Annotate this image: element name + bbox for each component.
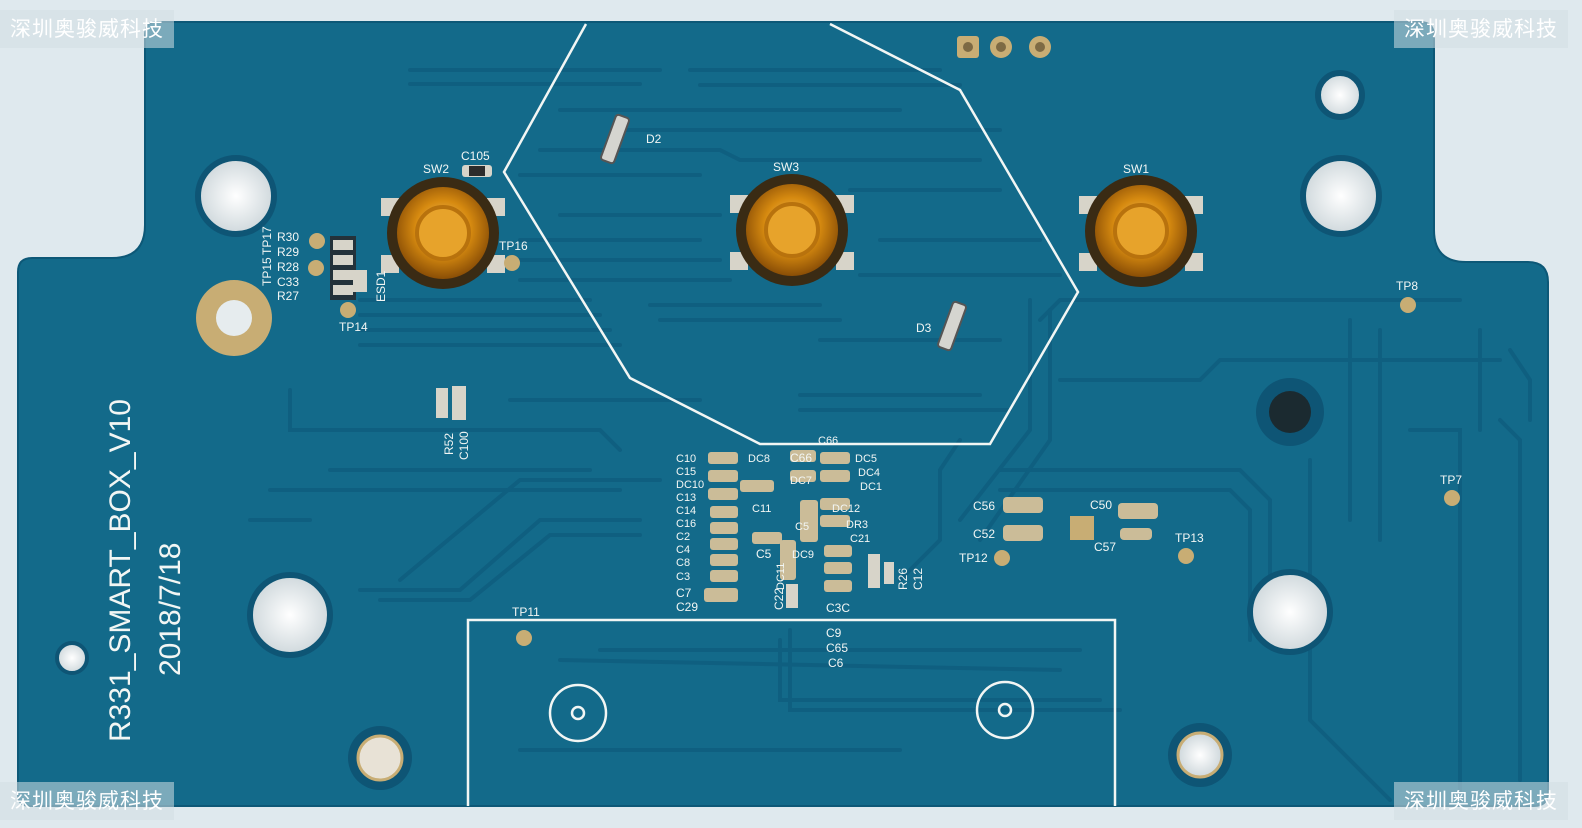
mounting-holes	[55, 70, 1382, 790]
label-dr3: DR3	[846, 519, 868, 531]
label-tp16: TP16	[499, 239, 528, 253]
label-r30: R30	[277, 230, 299, 244]
watermark-bottom-left: 深圳奥骏威科技	[0, 782, 174, 820]
label-c105: C105	[461, 149, 490, 163]
label-dc1: DC1	[860, 481, 882, 493]
label-c5: C5	[756, 547, 772, 561]
label-c65: C65	[826, 641, 848, 655]
label-c2: C2	[676, 531, 690, 543]
label-c8: C8	[676, 557, 690, 569]
label-r27: R27	[277, 289, 299, 303]
label-dc5: DC5	[855, 453, 877, 465]
label-c9: C9	[826, 626, 842, 640]
label-c66: C66	[790, 451, 812, 465]
label-tp7: TP7	[1440, 473, 1462, 487]
label-c12: C12	[911, 568, 925, 590]
label-tp14: TP14	[339, 320, 368, 334]
center-labels-right: DC8 C66 DC5 DC4 DC1 DC7 C11 DC12 DR3 C21…	[748, 435, 882, 590]
label-d3: D3	[916, 321, 932, 335]
copper-traces	[248, 68, 1532, 802]
connector-pads	[957, 36, 1051, 58]
label-c7: C7	[676, 586, 692, 600]
label-tp8: TP8	[1396, 279, 1418, 293]
label-sw1: SW1	[1123, 162, 1149, 176]
led-components	[600, 113, 967, 352]
label-c6: C6	[828, 656, 844, 670]
label-tp11: TP11	[512, 605, 540, 619]
label-sw3: SW3	[773, 160, 799, 174]
label-c57: C57	[1094, 540, 1116, 554]
label-c3: C3	[676, 571, 690, 583]
label-sw2: SW2	[423, 162, 449, 176]
label-d2: D2	[646, 132, 662, 146]
label-c14: C14	[676, 505, 696, 517]
board-name: R331_SMART_BOX_V10	[104, 399, 137, 742]
label-c10: C10	[676, 453, 696, 465]
label-c50: C50	[1090, 498, 1112, 512]
label-c4: C4	[676, 544, 690, 556]
label-c16: C16	[676, 518, 696, 530]
label-c22: C22	[772, 588, 786, 610]
label-c29: C29	[676, 600, 698, 614]
silkscreen-labels: SW2 C105 SW3 SW1 D2 D3 TP15 TP17 R30 R29…	[260, 132, 1462, 670]
label-dc4: DC4	[858, 467, 880, 479]
label-esd1: ESD1	[374, 270, 388, 302]
label-c3c: C3C	[826, 601, 850, 615]
label-tp12: TP12	[959, 551, 988, 565]
board-date: 2018/7/18	[154, 543, 187, 676]
label-c21: C21	[850, 533, 870, 545]
label-c33: C33	[277, 275, 299, 289]
label-dc12: DC12	[832, 503, 860, 515]
label-c52: C52	[973, 527, 995, 541]
smd-components	[330, 165, 1158, 608]
label-tp13: TP13	[1175, 531, 1204, 545]
tactile-switches	[381, 174, 1203, 289]
label-c11: C11	[752, 503, 771, 515]
watermark-top-left: 深圳奥骏威科技	[0, 10, 174, 48]
silkscreen-outlines	[466, 22, 1117, 806]
label-c15: C15	[676, 466, 696, 478]
test-points	[308, 233, 1460, 646]
label-dc10: DC10	[676, 479, 704, 491]
label-r26: R26	[896, 568, 910, 590]
watermark-bottom-right: 深圳奥骏威科技	[1394, 782, 1568, 820]
label-r52: R52	[442, 433, 456, 455]
label-r28: R28	[277, 260, 299, 274]
center-labels-left: C10 C15 DC10 C13 C14 C16 C2 C4 C8 C3	[676, 453, 704, 583]
label-dc11: DC11	[775, 563, 787, 590]
label-c56: C56	[973, 499, 995, 513]
label-tp15: TP15	[260, 257, 274, 286]
label-c13: C13	[676, 492, 696, 504]
label-dc8: DC8	[748, 453, 770, 465]
label-c66b: C66	[818, 435, 838, 447]
label-dc7: DC7	[790, 475, 812, 487]
label-c5b: C5	[795, 521, 809, 533]
label-dc9: DC9	[792, 549, 814, 561]
label-r29: R29	[277, 245, 299, 259]
label-c100: C100	[457, 431, 471, 460]
label-tp17: TP17	[260, 226, 274, 255]
watermark-top-right: 深圳奥骏威科技	[1394, 10, 1568, 48]
